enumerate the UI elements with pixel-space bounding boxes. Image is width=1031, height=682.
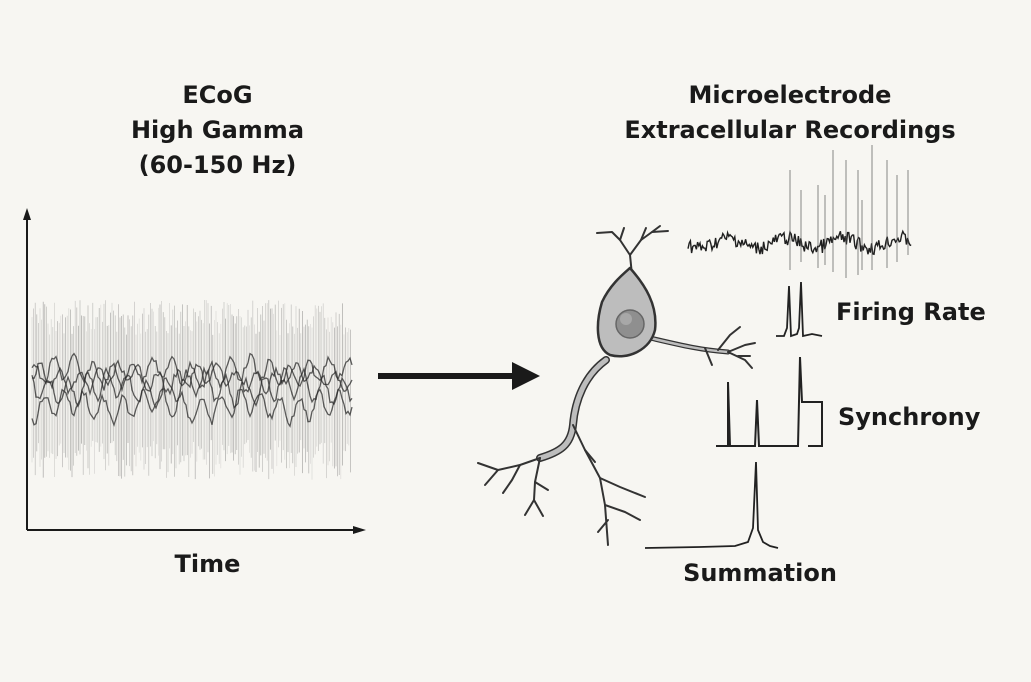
summation-trace	[644, 461, 779, 549]
axon-terminals	[704, 326, 756, 369]
summation-label: Summation	[683, 559, 837, 587]
x-axis-arrowhead	[353, 526, 366, 534]
synchrony-label: Synchrony	[838, 403, 981, 431]
firing-rate-label: Firing Rate	[836, 298, 986, 326]
basal-dendrites-left	[477, 457, 549, 517]
ecog-title-line2: High Gamma	[130, 116, 305, 144]
basal-dendrites-right	[572, 424, 646, 546]
ecog-axes	[23, 208, 366, 534]
x-axis-label: Time	[174, 550, 241, 578]
neuron-illustration	[477, 225, 756, 546]
y-axis-arrowhead	[23, 208, 31, 220]
microelectrode-title-line2: Extracellular Recordings	[624, 116, 956, 144]
ecog-title: ECoG High Gamma (60-150 Hz)	[115, 78, 320, 183]
synchrony-trace	[716, 356, 823, 447]
microelectrode-title-line1: Microelectrode	[688, 81, 892, 109]
extracellular-trace	[687, 145, 912, 278]
nucleus	[615, 309, 645, 339]
firing-rate-trace	[776, 281, 823, 338]
ecog-title-line3: (60-150 Hz)	[138, 151, 297, 179]
ecog-signal-envelope	[31, 300, 351, 480]
apical-dendrites	[596, 225, 669, 276]
microelectrode-title: Microelectrode Extracellular Recordings	[600, 78, 980, 148]
ecog-title-line1: ECoG	[182, 81, 253, 109]
transform-arrow	[378, 362, 540, 390]
ecog-signal-traces	[31, 352, 353, 428]
